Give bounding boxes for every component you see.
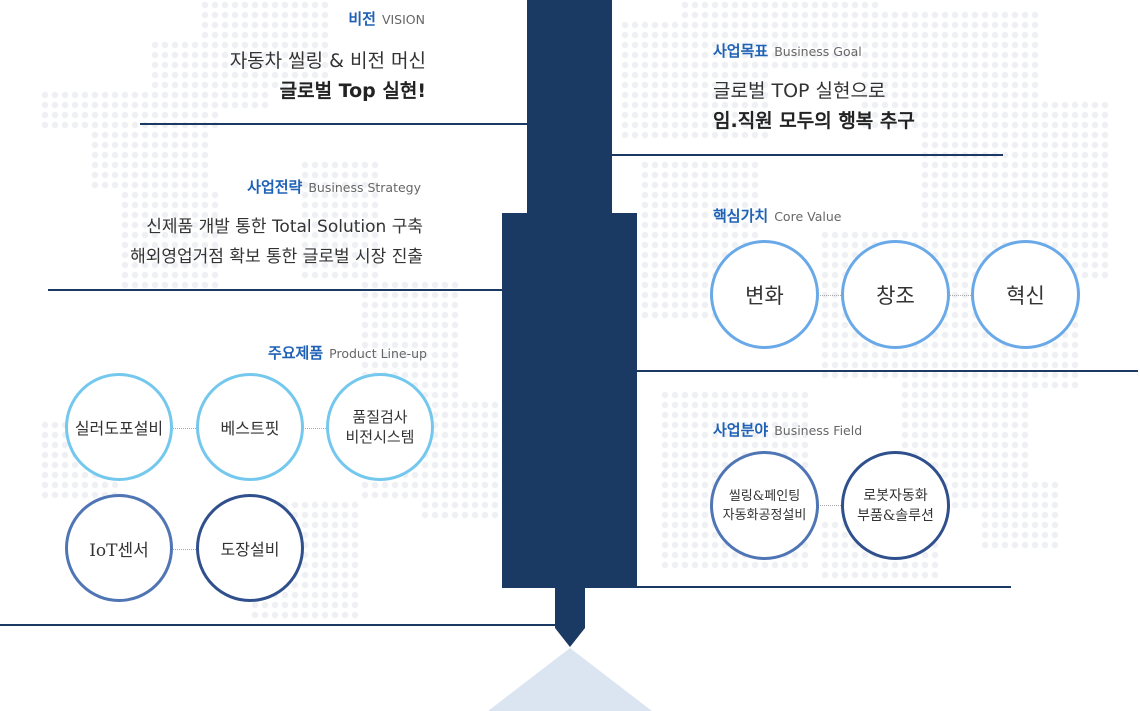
product-iot-label: IoT센서 xyxy=(89,540,149,561)
product-bestfit: 베스트핏 xyxy=(196,373,304,481)
product-inspection-vision: 품질검사 비전시스템 xyxy=(326,373,434,481)
product-painting-equipment: 도장설비 xyxy=(196,494,304,602)
core-title: 핵심가치 Core Value xyxy=(713,205,841,226)
product-iot-sensor: IoT센서 xyxy=(65,494,173,602)
goal-line xyxy=(612,154,1003,156)
field-sealing-automation: 씰링&페인팅 자동화공정설비 xyxy=(710,451,819,560)
products-line xyxy=(0,624,555,626)
products-title-en: Product Line-up xyxy=(329,346,427,361)
core-creation-label: 창조 xyxy=(876,283,915,308)
field-sealing-label-2: 자동화공정설비 xyxy=(722,507,807,523)
vision-line1: 자동차 씰링 & 비전 머신 xyxy=(229,50,426,72)
spine-body xyxy=(502,213,637,588)
goal-line2: 임.직원 모두의 행복 추구 xyxy=(713,110,915,132)
bottom-light-triangle xyxy=(488,648,652,711)
goal-title-en: Business Goal xyxy=(774,44,862,59)
product-sealer-equipment: 실러도포설비 xyxy=(65,373,173,481)
vision-title-en: VISION xyxy=(381,12,425,27)
core-innovation: 혁신 xyxy=(971,240,1080,349)
product-sealer-label: 실러도포설비 xyxy=(74,419,164,438)
field-title: 사업분야 Business Field xyxy=(713,419,862,440)
goal-title: 사업목표 Business Goal xyxy=(713,40,862,61)
strategy-title-ko: 사업전략 xyxy=(247,178,303,196)
strategy-title-en: Business Strategy xyxy=(308,180,421,195)
field-connector xyxy=(815,505,855,506)
vision-title: 비전 VISION xyxy=(348,8,425,29)
product-inspection-label-2: 비전시스템 xyxy=(345,428,415,446)
spine-top xyxy=(527,0,612,213)
field-robot-parts: 로봇자동화 부품&솔루션 xyxy=(841,451,950,560)
products-title-ko: 주요제품 xyxy=(267,344,324,362)
strategy-line2: 해외영업거점 확보 통한 글로벌 시장 진출 xyxy=(130,247,423,267)
strategy-line1: 신제품 개발 통한 Total Solution 구축 xyxy=(146,217,423,237)
field-sealing-label-1: 씰링&페인팅 xyxy=(728,488,801,504)
core-creation: 창조 xyxy=(841,240,950,349)
products-connector-row2 xyxy=(170,549,210,550)
core-change-label: 변화 xyxy=(745,283,784,308)
goal-title-ko: 사업목표 xyxy=(713,42,769,60)
core-innovation-label: 혁신 xyxy=(1006,283,1045,308)
field-robot-label-2: 부품&솔루션 xyxy=(857,507,934,524)
spine-neck xyxy=(555,588,585,628)
core-line xyxy=(637,370,1138,372)
core-change: 변화 xyxy=(710,240,819,349)
vision-title-ko: 비전 xyxy=(348,10,376,28)
product-painting-label: 도장설비 xyxy=(220,540,280,559)
core-title-ko: 핵심가치 xyxy=(713,207,769,225)
vision-line xyxy=(140,123,527,125)
core-title-en: Core Value xyxy=(774,209,842,224)
product-inspection-label-1: 품질검사 xyxy=(352,408,408,426)
goal-line1: 글로벌 TOP 실현으로 xyxy=(713,80,886,102)
product-bestfit-label: 베스트핏 xyxy=(220,419,280,438)
vision-line2: 글로벌 Top 실현! xyxy=(279,80,426,102)
field-robot-label-1: 로봇자동화 xyxy=(863,487,928,504)
strategy-line xyxy=(48,289,502,291)
strategy-title: 사업전략 Business Strategy xyxy=(247,176,421,197)
field-title-en: Business Field xyxy=(774,423,863,438)
products-title: 주요제품 Product Line-up xyxy=(268,342,427,363)
spine-tip xyxy=(555,628,585,647)
field-title-ko: 사업분야 xyxy=(713,421,769,439)
field-line xyxy=(637,586,1011,588)
